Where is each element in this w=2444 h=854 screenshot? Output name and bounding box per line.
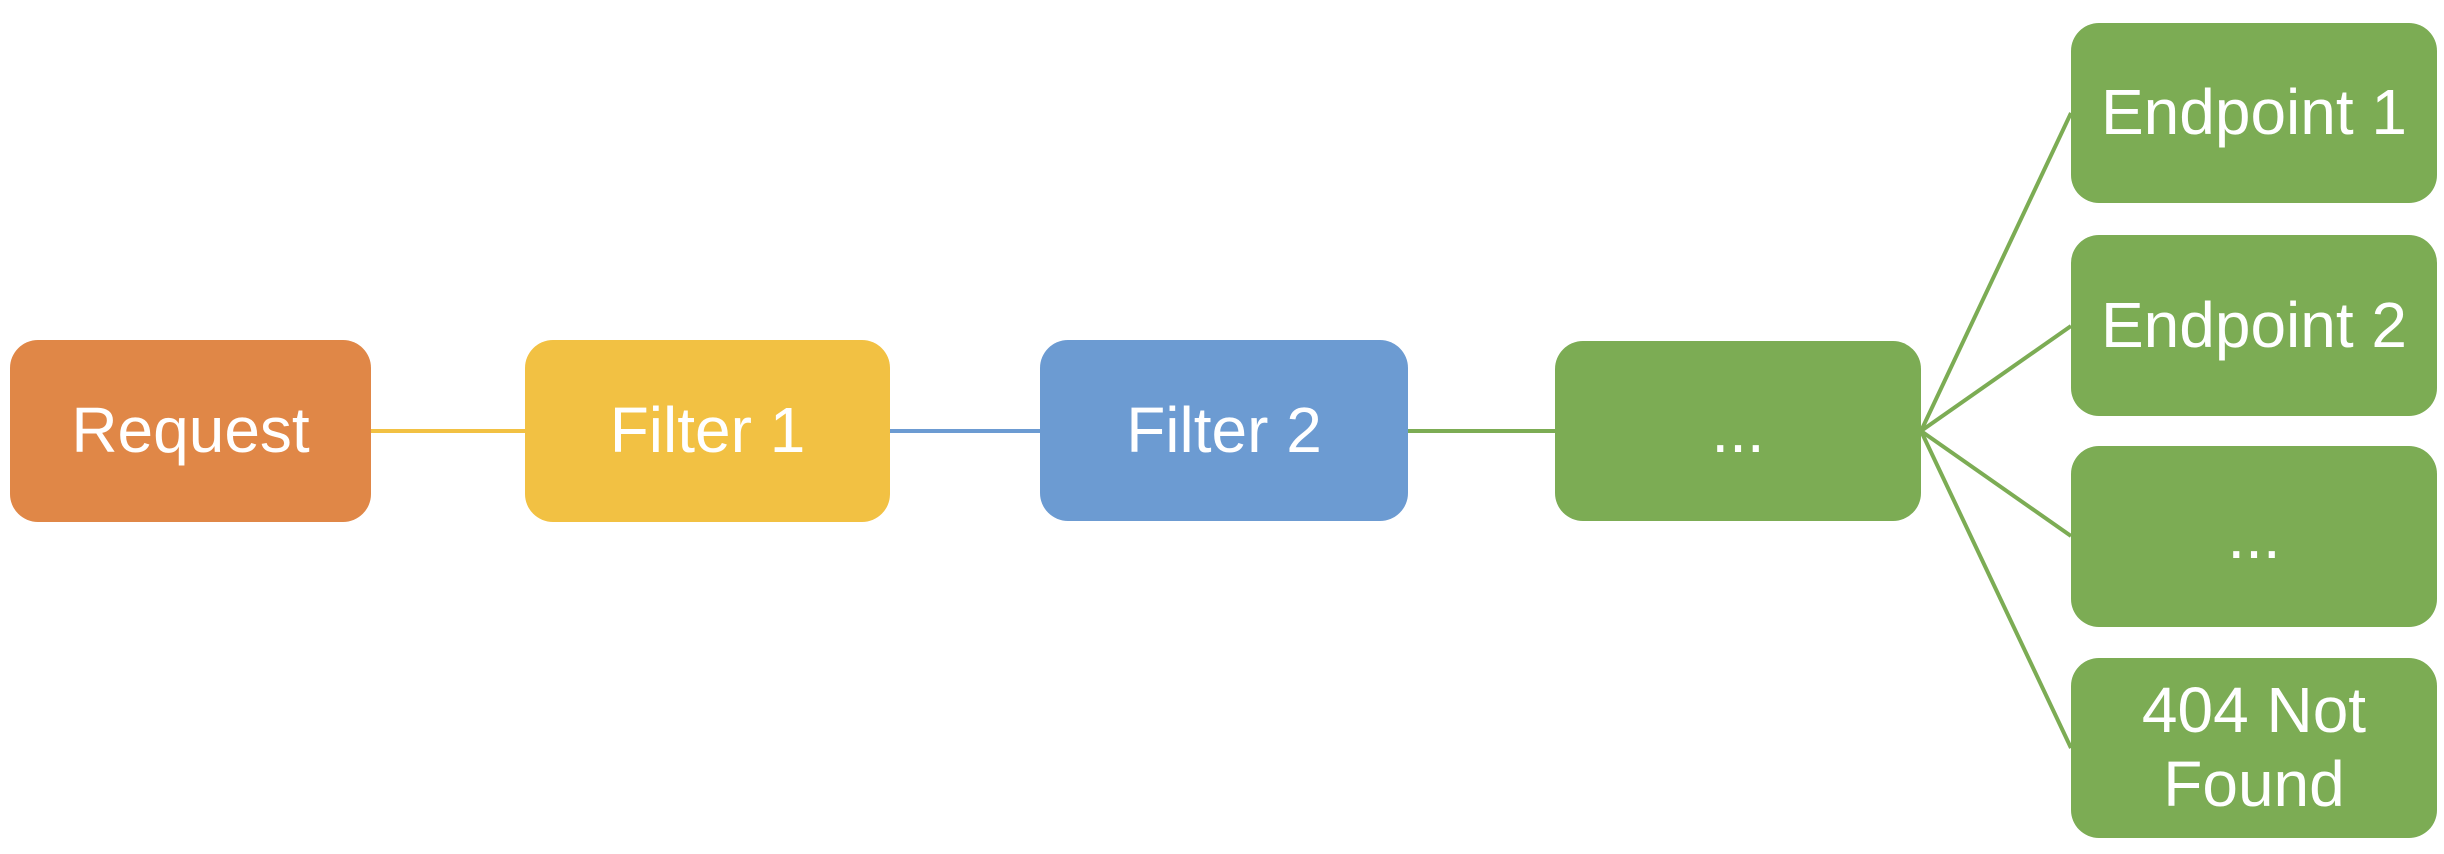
node-more-endpoints: ...	[2071, 446, 2437, 627]
node-404-not-found-label: 404 Not Found	[2141, 674, 2367, 820]
node-more-filters-label: ...	[1711, 394, 1765, 467]
connector-more-endpoint2	[1919, 324, 2073, 433]
node-filter-2: Filter 2	[1040, 340, 1408, 521]
node-request-label: Request	[71, 394, 310, 467]
node-endpoint-1: Endpoint 1	[2071, 23, 2437, 203]
node-filter-1: Filter 1	[525, 340, 890, 522]
connector-more-endpoints-more	[1919, 429, 2073, 538]
connector-more-not-found	[1919, 430, 2073, 749]
node-endpoint-2: Endpoint 2	[2071, 235, 2437, 416]
node-more-filters: ...	[1555, 341, 1921, 521]
node-more-endpoints-label: ...	[2227, 499, 2281, 572]
node-request: Request	[10, 340, 371, 522]
node-filter-2-label: Filter 2	[1126, 393, 1322, 466]
node-filter-1-label: Filter 1	[609, 394, 806, 467]
node-endpoint-1-label: Endpoint 1	[2100, 76, 2408, 149]
connector-more-endpoint1	[1919, 112, 2073, 432]
node-404-not-found: 404 Not Found	[2071, 658, 2437, 838]
node-endpoint-2-label: Endpoint 2	[2100, 288, 2408, 361]
